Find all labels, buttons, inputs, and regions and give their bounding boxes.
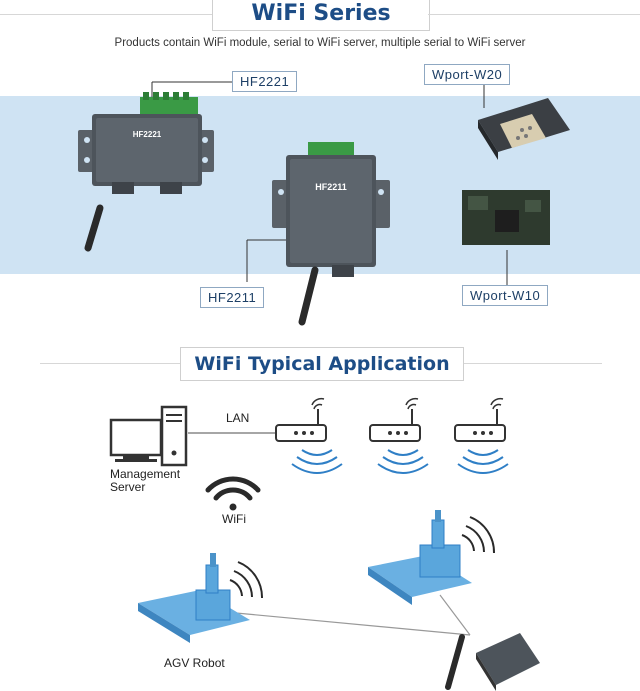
agv-robot-left-image: [138, 553, 264, 643]
product-illustrations: HF2221 HF2211: [78, 75, 570, 326]
section2-divider-left: [40, 363, 180, 364]
management-server-label: Management Server: [110, 468, 180, 494]
title-divider-left: [0, 14, 212, 15]
hf2221-device-image: HF2221: [78, 92, 214, 252]
application-diagram: [109, 397, 540, 691]
router-icon: [454, 397, 506, 442]
router-icon: [369, 397, 421, 442]
label-hf2221: HF2221: [232, 71, 298, 92]
section-subtitle: Products contain WiFi module, serial to …: [114, 37, 526, 49]
lan-label: LAN: [226, 411, 250, 425]
wport-w10-module-image: [462, 190, 550, 245]
section2-title-box: WiFi Typical Application: [180, 347, 464, 381]
router-icon: [275, 397, 327, 442]
wifi-icon: [205, 476, 261, 511]
agv-robot-right-image: [368, 510, 496, 605]
wifi-wave-signals: [291, 449, 509, 474]
hf2221-device-text: HF2221: [133, 130, 162, 139]
section2-divider-right: [462, 363, 602, 364]
title-divider-right: [428, 14, 640, 15]
section-title-box: WiFi Series: [212, 0, 430, 31]
management-server-label-line1: Management: [110, 467, 181, 481]
serial-wifi-server-device-image: [445, 633, 540, 691]
hf2211-device-text: HF2211: [315, 182, 347, 192]
label-hf2211: HF2211: [200, 287, 265, 308]
section-title: WiFi Series: [251, 1, 391, 26]
agv-robot-label: AGV Robot: [164, 656, 225, 670]
management-server-icon: [109, 405, 188, 467]
label-wport-w20: Wport-W20: [424, 64, 511, 85]
section2-title: WiFi Typical Application: [194, 353, 450, 375]
wport-w20-module-image: [478, 98, 570, 160]
robot-link-line: [235, 612, 471, 636]
wifi-label: WiFi: [222, 512, 246, 526]
robot-link-line: [439, 594, 471, 636]
label-wport-w10: Wport-W10: [462, 285, 549, 306]
hf2211-device-image: HF2211: [272, 142, 390, 326]
management-server-label-line2: Server: [110, 480, 146, 494]
